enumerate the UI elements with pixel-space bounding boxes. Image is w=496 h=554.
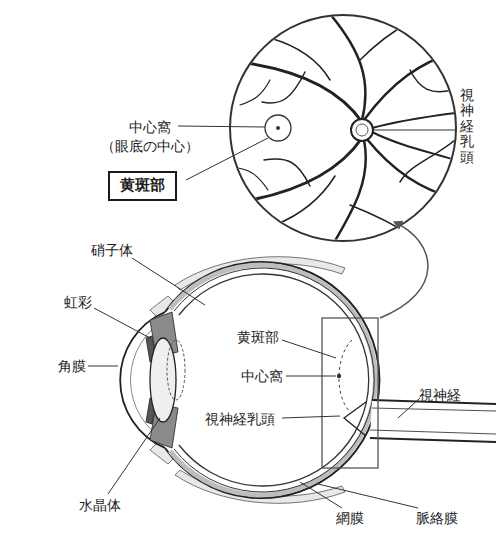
fundus-label: 中心窩 （眼底の中心） bbox=[98, 118, 202, 156]
part-label: 硝子体 bbox=[91, 241, 133, 260]
part-label: 黄斑部 bbox=[237, 328, 279, 347]
part-label: 角膜 bbox=[58, 357, 86, 376]
part-label: 脈絡膜 bbox=[416, 509, 458, 528]
vertical-label: 視神経乳頭 bbox=[460, 88, 474, 165]
part-label: 水晶体 bbox=[79, 496, 121, 515]
part-label: 中心窩 bbox=[241, 367, 283, 386]
part-label: 視神経乳頭 bbox=[205, 410, 275, 429]
highlight-box: 黄斑部 bbox=[108, 171, 177, 201]
part-label: 視神経 bbox=[419, 386, 461, 405]
part-label: 網膜 bbox=[336, 509, 364, 528]
box-text: 黄斑部 bbox=[120, 176, 165, 194]
part-label: 虹彩 bbox=[64, 293, 92, 312]
